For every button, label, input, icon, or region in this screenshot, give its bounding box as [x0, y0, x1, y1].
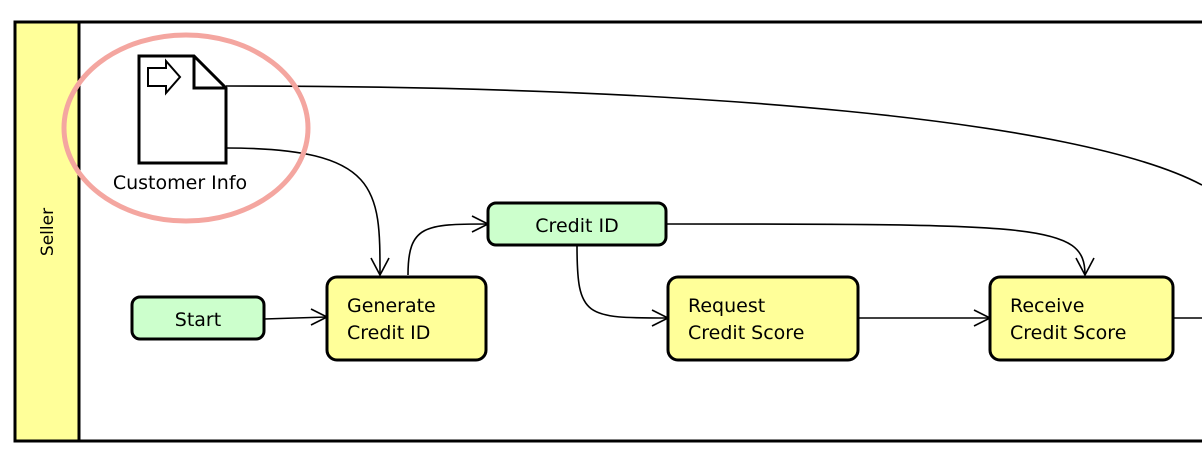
credit-id-label: Credit ID [535, 215, 618, 237]
start-label: Start [175, 309, 221, 331]
generate-credit-id-node[interactable]: Generate Credit ID [325, 275, 488, 362]
receive-credit-score-box [988, 275, 1175, 362]
edge-generate-to-credit-id [407, 223, 489, 276]
credit-id-node[interactable]: Credit ID [486, 201, 668, 247]
request-label-line2: Credit Score [688, 322, 804, 344]
receive-label-line1: Receive [1010, 295, 1084, 317]
edge-customer-info-to-offscreen [225, 85, 1202, 186]
receive-label-line2: Credit Score [1010, 322, 1126, 344]
credit-id-box [486, 201, 668, 247]
generate-label-line2: Credit ID [347, 322, 430, 344]
highlight-ring [61, 32, 311, 224]
swimlane-label: Seller [38, 208, 58, 256]
customer-info-label: Customer Info [113, 172, 247, 194]
arrow-head [370, 257, 390, 277]
edge-customer-info-to-generate [225, 147, 381, 276]
document-fold [192, 56, 226, 90]
swimlane-header [13, 20, 81, 443]
request-label-line1: Request [688, 295, 765, 317]
start-box [130, 295, 266, 341]
generate-credit-id-box [325, 275, 488, 362]
request-credit-score-box [666, 275, 860, 362]
edge-start-to-generate [263, 316, 328, 320]
receive-credit-score-node[interactable]: Receive Credit Score [988, 275, 1175, 362]
edge-credit-id-to-receive [665, 223, 1086, 276]
arrow-head [1075, 257, 1095, 277]
right-arrow-icon [147, 58, 182, 96]
request-credit-score-node[interactable]: Request Credit Score [666, 275, 860, 362]
customer-info-node[interactable]: Customer Info [113, 54, 247, 194]
start-node[interactable]: Start [130, 295, 266, 341]
edge-credit-id-to-request [576, 244, 669, 319]
generate-label-line1: Generate [347, 295, 436, 317]
